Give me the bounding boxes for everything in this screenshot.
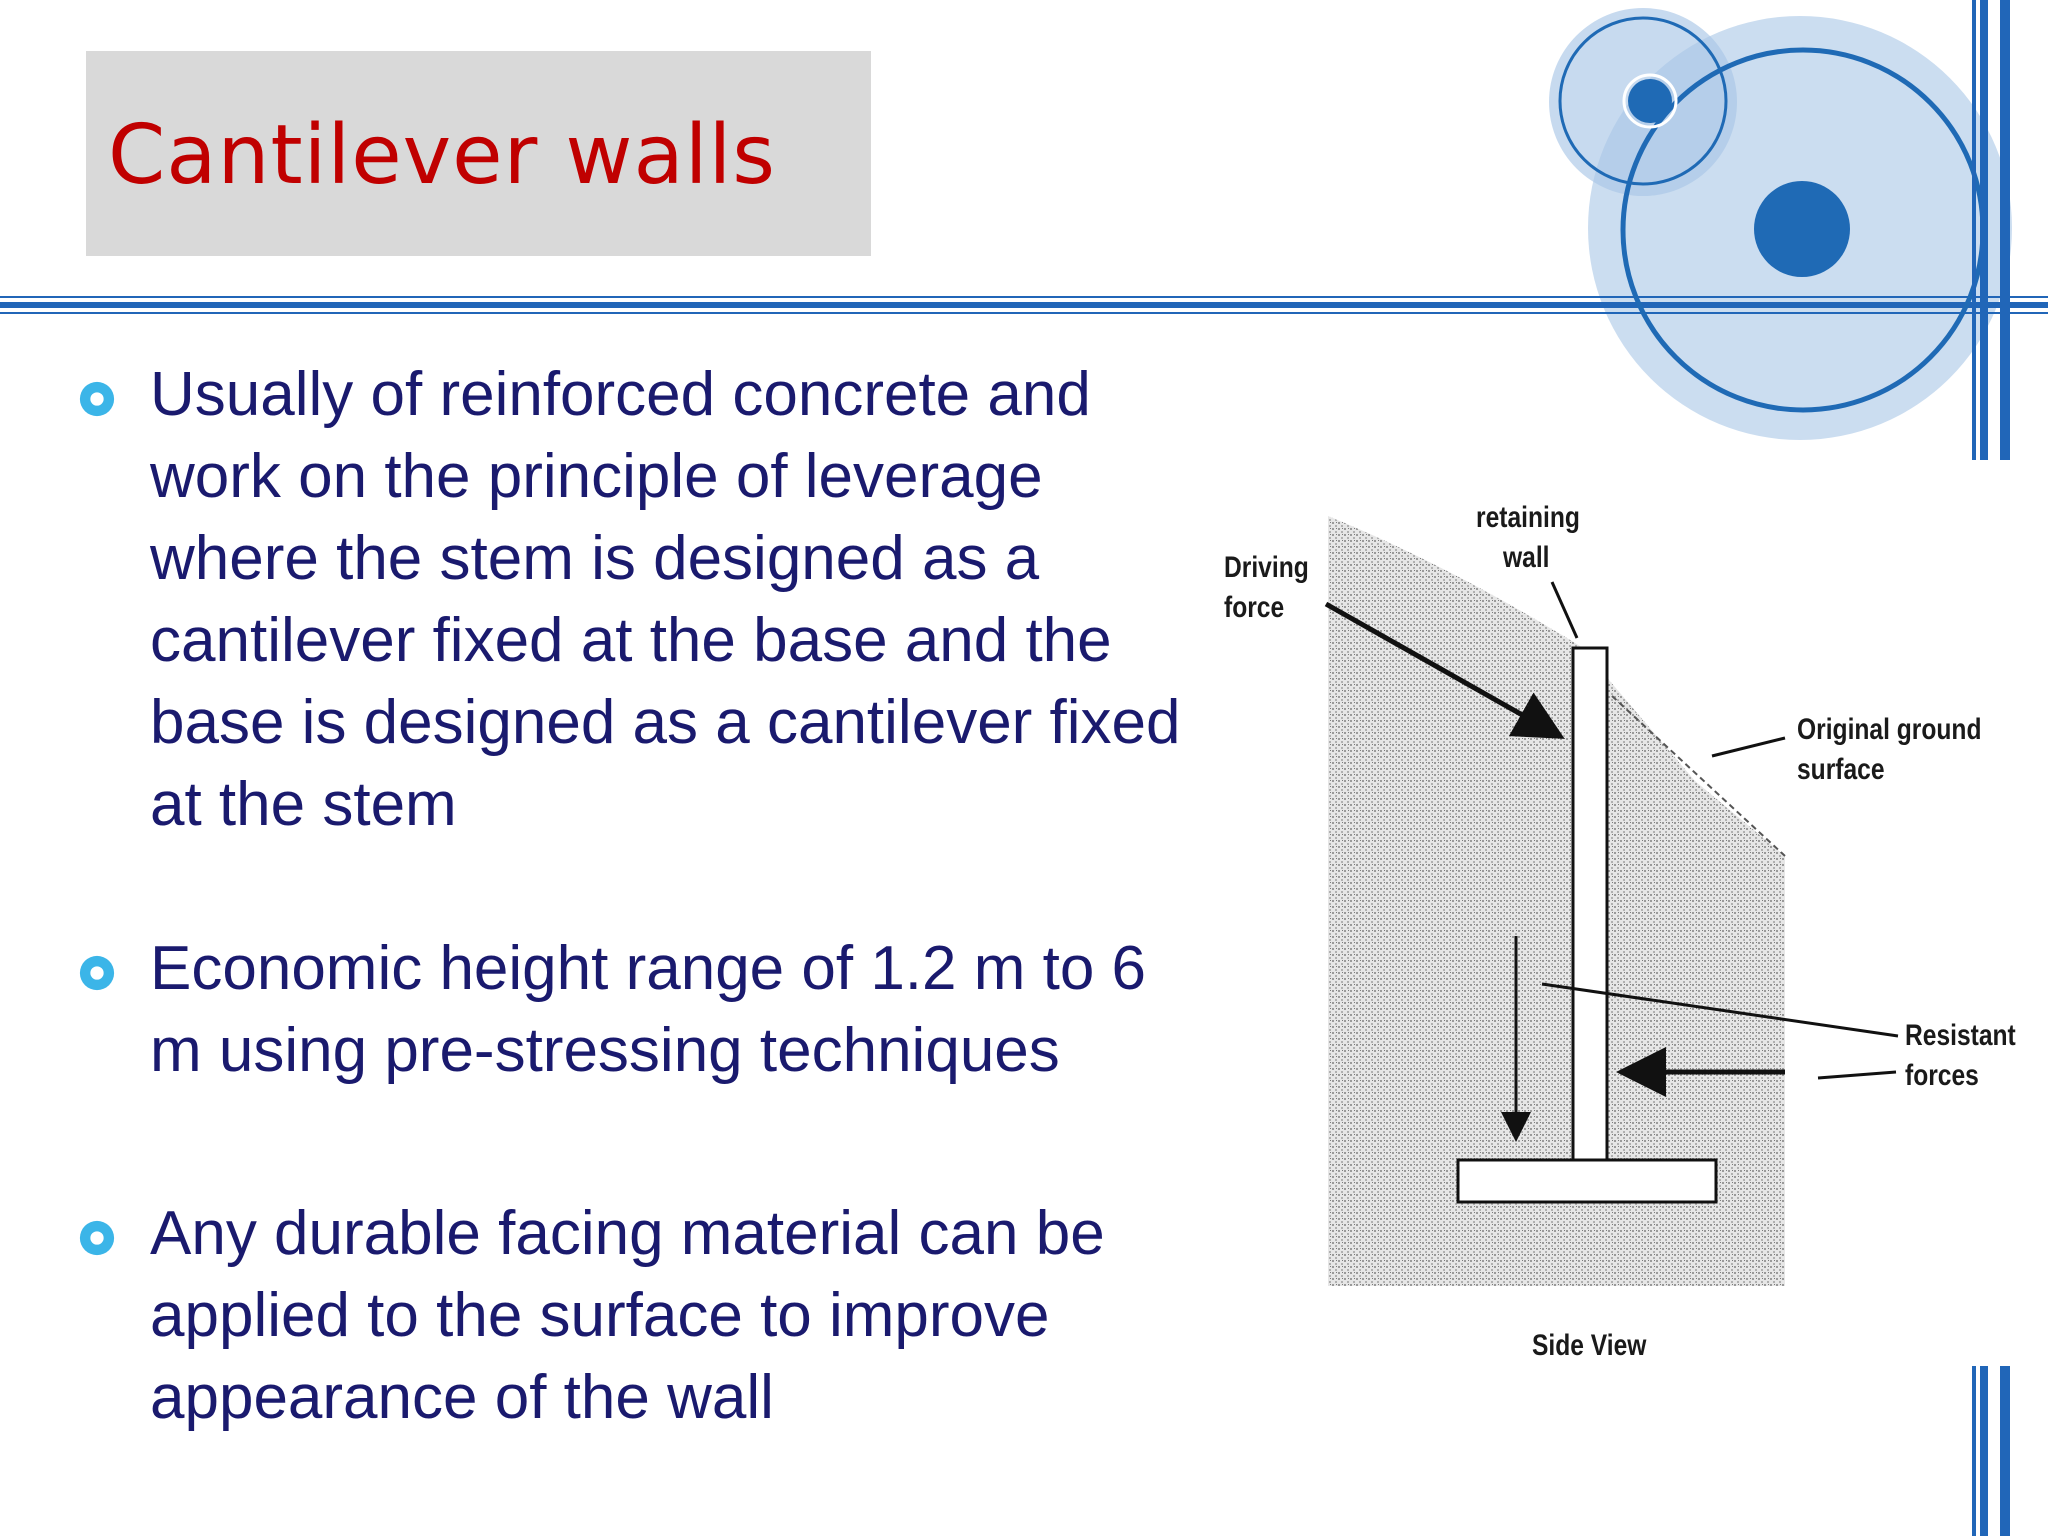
label-retaining: retaining	[1476, 501, 1580, 534]
ring-bullet-icon	[79, 1220, 115, 1256]
decor-large-dot	[1754, 181, 1850, 277]
wall-base	[1456, 1158, 1718, 1204]
original-ground-leader	[1711, 736, 1786, 758]
label-resistant: Resistant	[1905, 1019, 2016, 1052]
label-forces: forces	[1905, 1059, 1979, 1092]
slide-title: Cantilever walls	[108, 108, 776, 203]
diagram-caption: Side View	[1532, 1329, 1647, 1362]
wall-stem	[1571, 646, 1609, 1168]
bullet-list: Usually of reinforced concrete and work …	[78, 354, 1181, 1439]
resistant-forces-leader-1	[1541, 982, 1899, 1038]
bullet-item-3: Any durable facing material can be appli…	[78, 1193, 1158, 1439]
vertical-bars-bottom	[1972, 1366, 2010, 1536]
diagram-drawing	[1324, 516, 1899, 1286]
label-driving: Driving	[1224, 551, 1309, 584]
ring-bullet-icon	[79, 381, 115, 417]
soil-mass	[1328, 516, 1785, 1286]
label-surface: surface	[1797, 753, 1885, 786]
bullet-text-1: Usually of reinforced concrete and work …	[150, 360, 1181, 839]
label-wall: wall	[1503, 541, 1550, 574]
retaining-wall-leader	[1550, 581, 1579, 639]
decor-small-ring	[1558, 16, 1728, 186]
resistant-forces-leader-2	[1817, 1070, 1897, 1080]
bullet-text-2: Economic height range of 1.2 m to 6 m us…	[150, 934, 1147, 1085]
label-original-ground: Original ground	[1797, 713, 1982, 746]
driving-force-arrow	[1324, 601, 1565, 739]
label-force: force	[1224, 591, 1285, 624]
decor-small-dot	[1628, 79, 1672, 123]
bullet-text-3: Any durable facing material can be appli…	[150, 1199, 1105, 1432]
ring-bullet-icon	[79, 955, 115, 991]
vertical-bars-top	[1972, 0, 2010, 460]
header-rule-lines	[0, 296, 2048, 314]
bullet-item-1: Usually of reinforced concrete and work …	[78, 354, 1181, 928]
title-box: Cantilever walls	[86, 51, 871, 256]
bullet-item-2: Economic height range of 1.2 m to 6 m us…	[78, 928, 1158, 1193]
cantilever-wall-diagram: retaining wall Driving force Original gr…	[1200, 456, 2048, 1396]
